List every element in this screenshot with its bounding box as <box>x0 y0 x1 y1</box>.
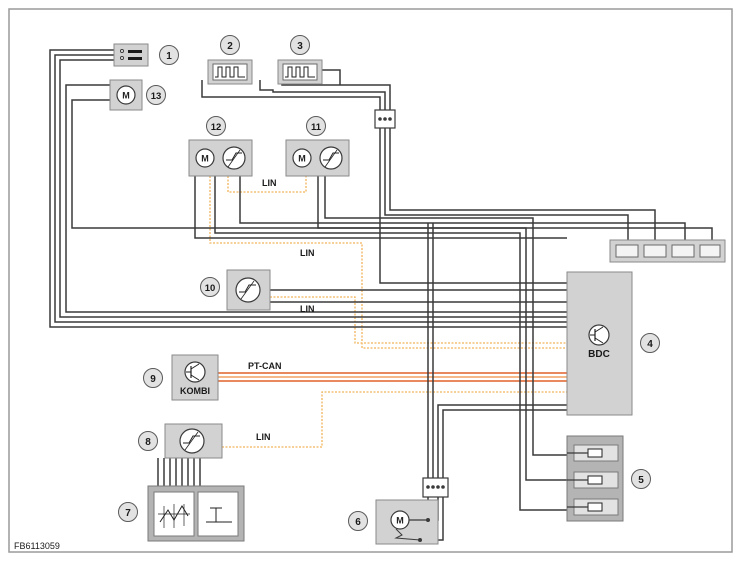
pt-can-label: PT-CAN <box>248 361 282 371</box>
svg-text:9: 9 <box>150 374 156 385</box>
svg-text:12: 12 <box>211 122 222 133</box>
svg-text:11: 11 <box>311 122 322 133</box>
component-3-pulse-sensor <box>277 59 323 85</box>
pt-can-bus <box>218 372 567 382</box>
svg-text:5: 5 <box>638 475 644 486</box>
svg-text:4: 4 <box>647 339 653 350</box>
badge-13: 13 <box>146 85 166 105</box>
svg-text:8: 8 <box>145 437 151 448</box>
badge-10: 10 <box>200 277 220 297</box>
svg-text:3: 3 <box>297 41 303 52</box>
badge-4: 4 <box>640 333 660 353</box>
badge-3: 3 <box>290 35 310 55</box>
component-11-motor-sensor: M <box>285 139 350 177</box>
kombi-label: KOMBI <box>180 386 210 396</box>
badge-8: 8 <box>138 431 158 451</box>
figure-id: FB6113059 <box>14 541 60 551</box>
badge-5: 5 <box>631 469 651 489</box>
badge-7: 7 <box>118 502 138 522</box>
badge-1: 1 <box>159 45 179 65</box>
component-9-kombi <box>171 354 219 401</box>
badge-9: 9 <box>143 368 163 388</box>
svg-text:1: 1 <box>166 51 172 62</box>
badge-11: 11 <box>306 116 326 136</box>
component-7-switch-panel <box>147 485 245 542</box>
component-8-sensor <box>164 423 223 459</box>
svg-text:2: 2 <box>227 41 233 52</box>
svg-text:M: M <box>201 154 209 164</box>
svg-text:6: 6 <box>355 517 361 528</box>
lin-label-8-bdc: LIN <box>256 432 271 442</box>
bdc-label: BDC <box>588 349 610 360</box>
lin-label-11-12: LIN <box>262 178 277 188</box>
component-4-bdc <box>566 271 633 416</box>
wire-harness <box>49 49 713 541</box>
svg-text:M: M <box>298 154 306 164</box>
component-13-motor: M <box>109 79 143 111</box>
splice-connector-top <box>374 109 396 129</box>
lin-bus-lines <box>209 176 567 448</box>
badge-6: 6 <box>348 511 368 531</box>
component-1-connector <box>113 43 149 67</box>
lin-label-10-bdc: LIN <box>300 304 315 314</box>
svg-text:7: 7 <box>125 508 131 519</box>
component-10-sensor <box>226 269 271 311</box>
badge-2: 2 <box>220 35 240 55</box>
splice-connector-bottom <box>422 477 449 498</box>
svg-text:10: 10 <box>205 283 216 294</box>
component-12-motor-sensor: M <box>188 139 253 177</box>
component-5-fuse-block <box>566 435 624 522</box>
svg-text:13: 13 <box>151 91 162 102</box>
connector-block-right <box>609 239 726 263</box>
lin-label-12-bdc: LIN <box>300 248 315 258</box>
badge-12: 12 <box>206 116 226 136</box>
svg-text:M: M <box>122 91 130 101</box>
svg-text:M: M <box>396 516 404 526</box>
component-6-motor: M <box>375 499 439 545</box>
component-2-pulse-sensor <box>207 59 253 85</box>
